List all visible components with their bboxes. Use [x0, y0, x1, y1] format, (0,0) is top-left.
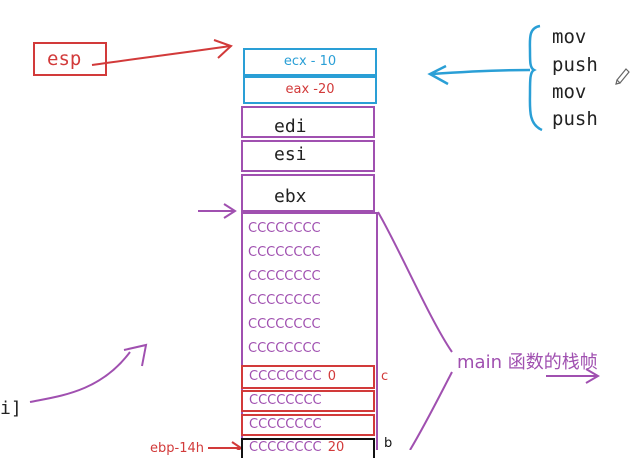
frame-line-top: [377, 211, 453, 353]
left-swoosh-arrow: [29, 351, 131, 403]
stack-cell-ebx: ebx: [241, 174, 375, 212]
ebx-arrow-head: [223, 203, 237, 219]
stack-cell-eax-label: eax -20: [285, 82, 335, 97]
stack-cell-ecx-label: ecx - 10: [283, 54, 337, 69]
esp-label: esp: [47, 48, 82, 70]
variable-b-label: b: [384, 436, 393, 451]
stack-cell-eax: eax -20: [243, 76, 377, 104]
fill-row-6: CCCCCCCC: [248, 341, 321, 356]
variable-c-cell: CCCCCCCC 0: [241, 365, 375, 389]
stack-cell-esi-label: esi: [274, 144, 307, 165]
variable-c-value: 0: [327, 369, 337, 384]
fill-row-5: CCCCCCCC: [248, 317, 321, 332]
ebp-offset-label: ebp-14h: [150, 441, 204, 456]
variable-c-label: c: [381, 369, 389, 384]
frame-arrow-head: [585, 368, 600, 384]
variable-b-cell: CCCCCCCC 20: [241, 438, 375, 458]
left-code-fragment: i]: [0, 398, 22, 419]
fill-row-1: CCCCCCCC: [248, 221, 321, 236]
instruction-2: push: [552, 54, 598, 76]
instruction-brace: [528, 24, 543, 132]
red-cell-2-text: CCCCCCCC: [249, 417, 322, 432]
stack-cell-edi-label: edi: [274, 116, 307, 137]
instruction-3: mov: [552, 81, 587, 103]
variable-b-value: 20: [327, 440, 345, 455]
red-cell-1: CCCCCCCC: [241, 390, 375, 412]
esp-arrow: [91, 45, 231, 66]
red-cell-2: CCCCCCCC: [241, 414, 375, 436]
left-swoosh-arrow-head: [123, 343, 148, 367]
brace-arrow: [431, 68, 531, 76]
brace-arrow-head: [427, 64, 449, 86]
esp-arrow-head: [213, 39, 233, 59]
stack-cell-esi: esi: [241, 140, 375, 172]
pencil-icon: [615, 68, 630, 85]
main-frame-label: main 函数的栈帧: [457, 352, 598, 373]
stack-cell-ecx: ecx - 10: [243, 48, 377, 76]
frame-line-bottom: [409, 371, 453, 450]
red-cell-1-text: CCCCCCCC: [249, 393, 322, 408]
main-frame-block: [241, 212, 378, 450]
fill-row-3: CCCCCCCC: [248, 269, 321, 284]
instruction-4: push: [552, 108, 598, 130]
fill-row-4: CCCCCCCC: [248, 293, 321, 308]
stack-cell-ebx-label: ebx: [274, 186, 307, 207]
stack-cell-edi: edi: [241, 106, 375, 138]
variable-c-text: CCCCCCCC: [249, 369, 322, 384]
esp-label-box: esp: [33, 42, 107, 76]
variable-b-text: CCCCCCCC: [249, 440, 322, 455]
instruction-1: mov: [552, 26, 587, 48]
fill-row-2: CCCCCCCC: [248, 245, 321, 260]
